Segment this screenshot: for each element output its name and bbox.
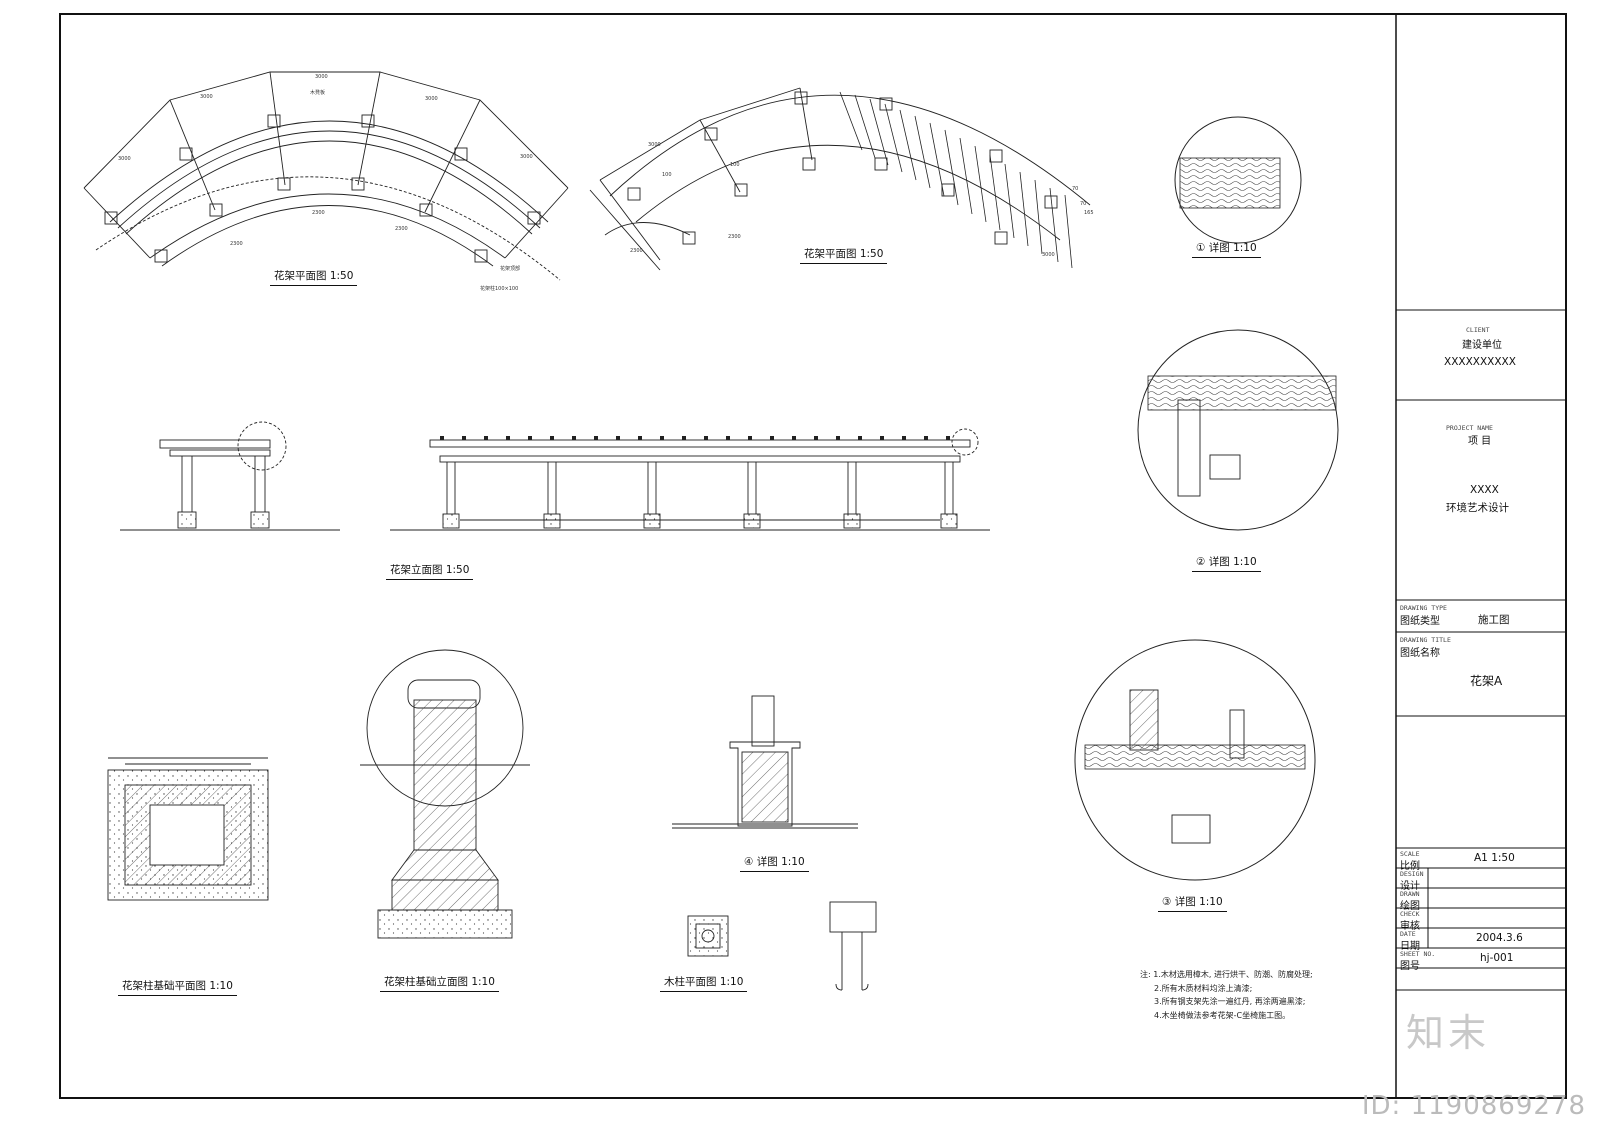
elevation-purlins (440, 436, 950, 440)
foundation-elevation (360, 649, 530, 939)
svg-text:2300: 2300 (230, 241, 243, 247)
elevation-title: 花架立面图 1:50 (386, 562, 474, 580)
svg-text:木凳板: 木凳板 (310, 89, 325, 96)
svg-text:70: 70 (1072, 186, 1078, 192)
detail-2-circle (1137, 329, 1339, 531)
note-line: 4.木坐椅做法参考花架-C坐椅施工图。 (1154, 1010, 1291, 1020)
check-cn: 审核 (1400, 921, 1420, 932)
plan-view-2 (589, 87, 1091, 271)
detail-3-plate2 (1171, 814, 1211, 844)
svg-text:花架顶部: 花架顶部 (500, 265, 520, 272)
svg-text:3000: 3000 (315, 74, 328, 80)
design-en: DESIGN (1400, 870, 1424, 878)
svg-text:100: 100 (662, 172, 672, 178)
note-line: 注: 1.木材选用樟木, 进行烘干、防潮、防腐处理; (1140, 970, 1313, 979)
title-value: 花架A (1470, 674, 1503, 688)
svg-text:3000: 3000 (425, 96, 438, 102)
svg-text:70: 70 (1080, 201, 1086, 207)
elevation-long (390, 428, 990, 531)
detail-1-title: ① 详图 1:10 (1192, 240, 1261, 258)
project-value-1: XXXX (1470, 484, 1499, 496)
plan-view-1-dims: 3000 3000 3000 3000 3000 2300 2300 2300 木凳板花架… (118, 74, 533, 292)
date-value: 2004.3.6 (1476, 932, 1523, 944)
date-cn: 日期 (1400, 941, 1420, 952)
type-cn: 图纸类型 (1400, 616, 1440, 627)
date-en: DATE (1400, 930, 1416, 938)
detail-1-timber (1179, 157, 1281, 209)
plan-view-1 (83, 71, 569, 281)
project-value-2: 环境艺术设计 (1446, 502, 1509, 514)
plan-1-title: 花架平面图 1:50 (270, 268, 358, 286)
detail-4-title: ④ 详图 1:10 (740, 854, 809, 872)
type-en: DRAWING TYPE (1400, 604, 1447, 612)
scale-cn: 比例 (1400, 861, 1420, 872)
note-line: 3.所有钢支架先涂一遍红丹, 再涂两遍黑漆; (1154, 997, 1306, 1006)
construction-notes: 注: 1.木材选用樟木, 进行烘干、防潮、防腐处理; 2.所有木质材料均涂上清漆… (1140, 968, 1313, 1022)
check-en: CHECK (1400, 910, 1420, 918)
svg-text:3000: 3000 (648, 142, 661, 148)
svg-text:2300: 2300 (395, 226, 408, 232)
drawn-en: DRAWN (1400, 890, 1420, 898)
plan-view-2-dims: 3000 100 100 2300 2300 3000 70 70 165 (630, 142, 1094, 258)
detail-2-title: ② 详图 1:10 (1192, 554, 1261, 572)
sheet-no-value: hj-001 (1480, 952, 1514, 964)
svg-text:3000: 3000 (1042, 252, 1055, 258)
plan-view-2-rafters (839, 91, 1073, 269)
sheet-no-en: SHEET NO. (1400, 950, 1436, 958)
post-plan-drawing (687, 901, 877, 991)
detail-3-post (1129, 689, 1159, 751)
detail-3-ground (1084, 744, 1306, 770)
title-cn: 图纸名称 (1400, 648, 1440, 659)
post-plan-title: 木柱平面图 1:10 (660, 974, 748, 992)
scale-en: SCALE (1400, 850, 1420, 858)
detail-4-drawing (672, 695, 858, 829)
project-cn: 项 目 (1468, 436, 1492, 447)
design-cn: 设计 (1400, 881, 1420, 892)
detail-2-block (1209, 454, 1241, 480)
svg-text:2300: 2300 (728, 234, 741, 240)
note-line: 2.所有木质材料均涂上清漆; (1154, 983, 1253, 993)
title-block-grid (1396, 309, 1566, 991)
svg-text:2300: 2300 (630, 248, 643, 254)
title-en: DRAWING TITLE (1400, 636, 1451, 644)
detail-3-circle (1074, 639, 1316, 881)
plan-2-title: 花架平面图 1:50 (800, 246, 888, 264)
svg-text:3000: 3000 (118, 156, 131, 162)
svg-text:3000: 3000 (200, 94, 213, 100)
svg-text:2300: 2300 (312, 210, 325, 216)
detail-3-plate (1229, 709, 1245, 759)
client-value: XXXXXXXXXX (1444, 356, 1516, 368)
project-en: PROJECT NAME (1446, 424, 1493, 432)
sheet-no-cn: 图号 (1400, 961, 1420, 972)
svg-text:165: 165 (1084, 210, 1094, 216)
outer-border (59, 13, 1567, 1099)
foundation-plan-title: 花架柱基础平面图 1:10 (118, 978, 237, 996)
client-en: CLIENT (1466, 326, 1490, 334)
detail-2-post (1177, 399, 1201, 497)
client-cn: 建设单位 (1462, 340, 1502, 351)
type-value: 施工图 (1478, 614, 1510, 626)
svg-text:100: 100 (730, 162, 740, 168)
drawn-cn: 绘图 (1400, 901, 1420, 912)
foundation-elevation-title: 花架柱基础立面图 1:10 (380, 974, 499, 992)
elevation-small (120, 421, 340, 531)
svg-text:花架柱100×100: 花架柱100×100 (480, 285, 518, 292)
detail-3-title: ③ 详图 1:10 (1158, 894, 1227, 912)
svg-text:3000: 3000 (520, 154, 533, 160)
foundation-plan (107, 757, 269, 901)
detail-2-timber (1147, 375, 1337, 411)
scale-value: A1 1:50 (1474, 852, 1515, 864)
watermark-logo: 知末 (1406, 1011, 1491, 1055)
detail-1-circle (1174, 116, 1302, 244)
watermark-id: ID: 1190869278 (1361, 1091, 1586, 1121)
